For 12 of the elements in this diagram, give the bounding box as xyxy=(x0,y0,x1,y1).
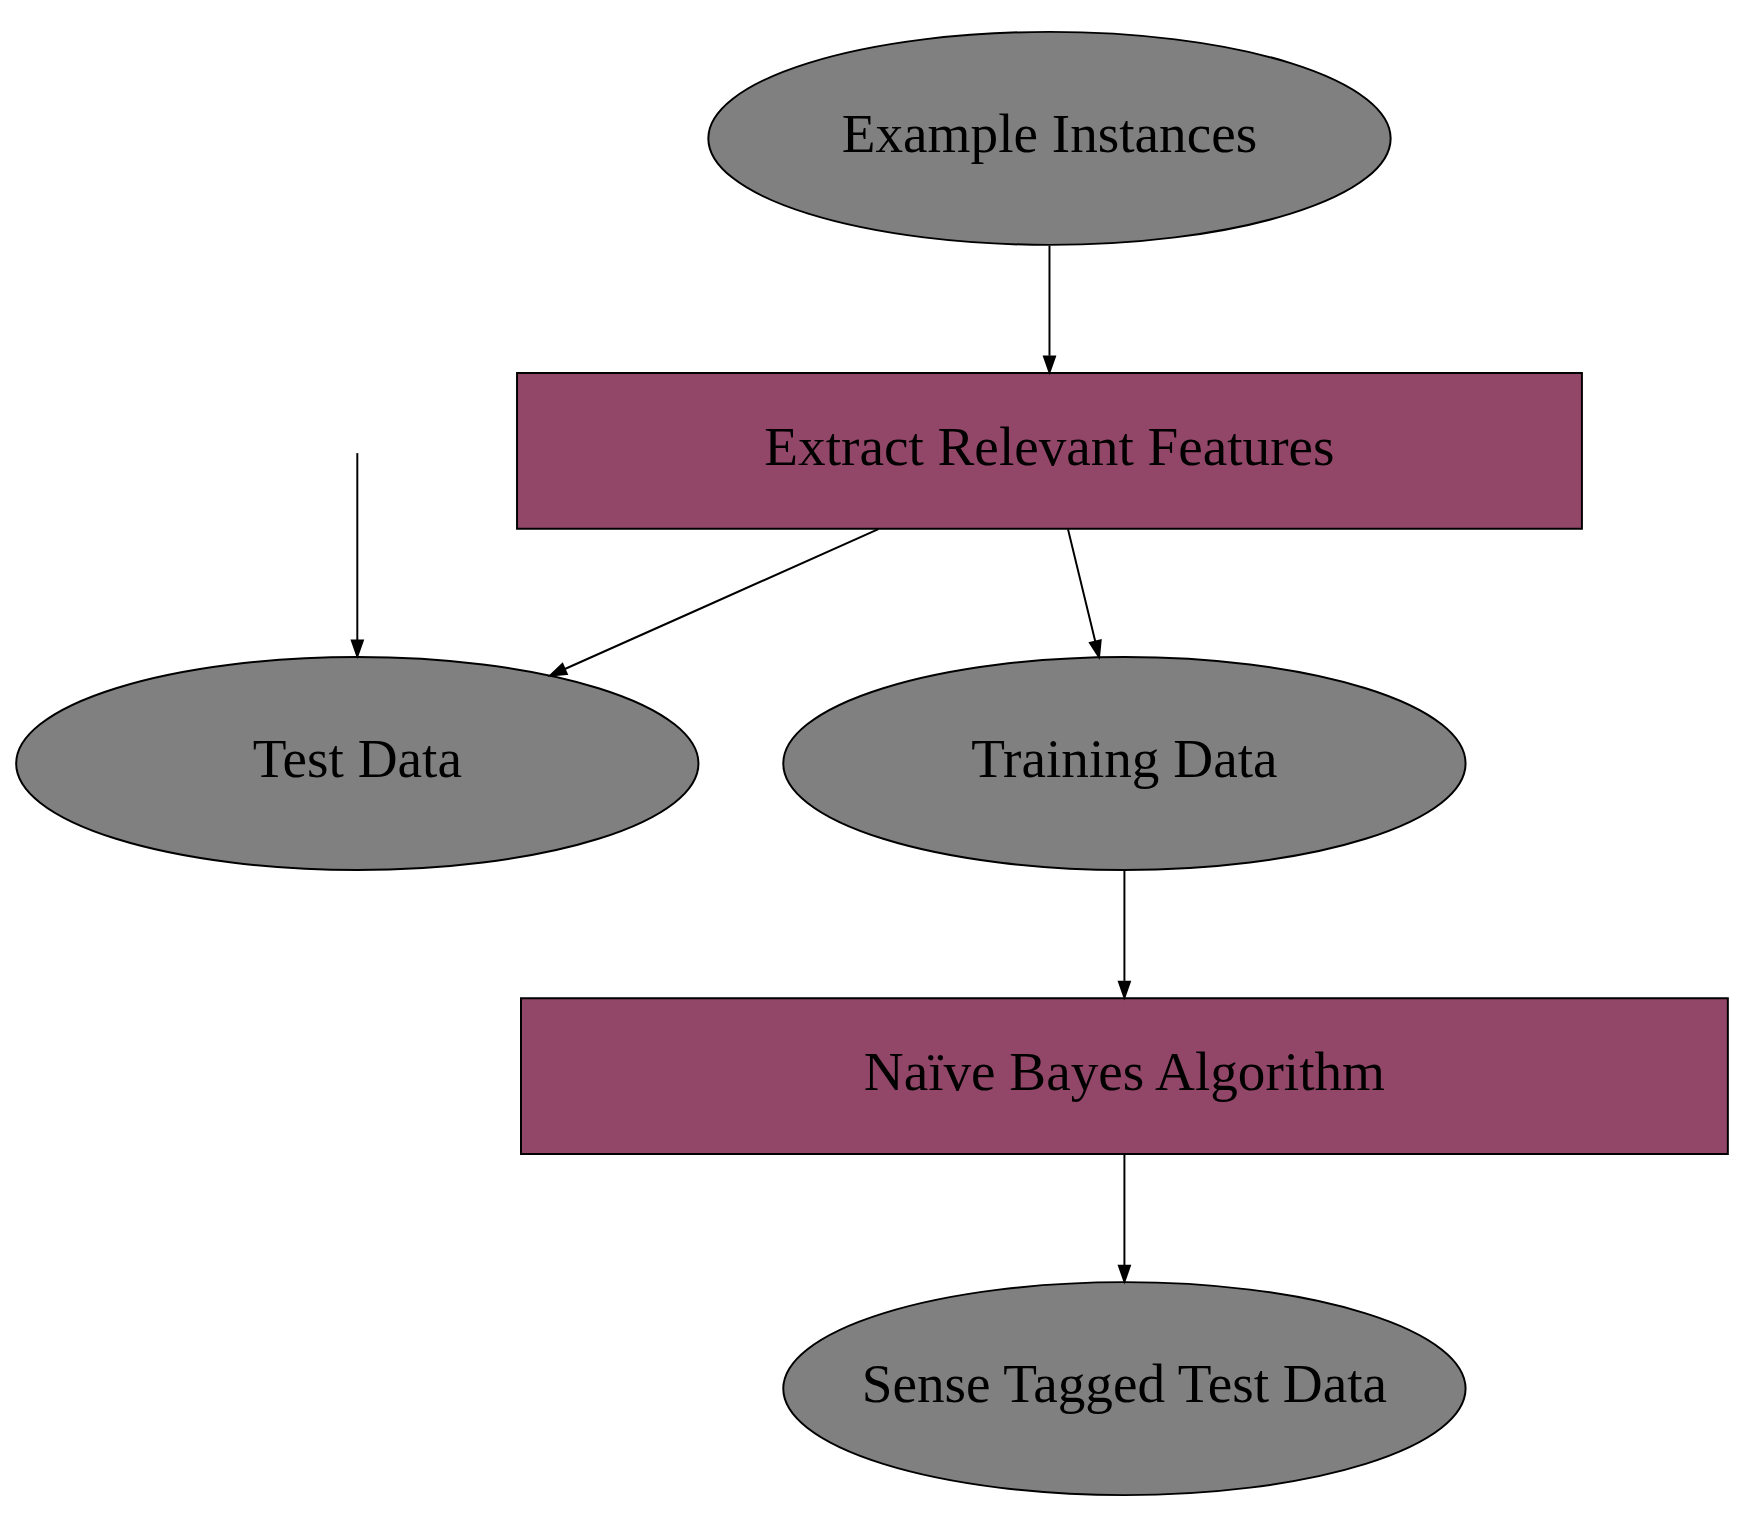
node-box: Extract Relevant Features xyxy=(516,371,1583,530)
arrow xyxy=(1117,869,1132,1000)
node-ellipse: Sense Tagged Test Data xyxy=(782,1280,1467,1496)
arrow xyxy=(1042,244,1057,375)
node-ellipse: Example Instances xyxy=(707,30,1392,246)
node-ellipse: Test Data xyxy=(15,655,700,871)
node-box: Naïve Bayes Algorithm xyxy=(520,996,1729,1155)
arrow xyxy=(350,451,365,659)
node-ellipse: Training Data xyxy=(782,655,1467,871)
arrow xyxy=(1067,527,1102,660)
arrow xyxy=(1117,1152,1132,1285)
arrow xyxy=(547,527,880,677)
